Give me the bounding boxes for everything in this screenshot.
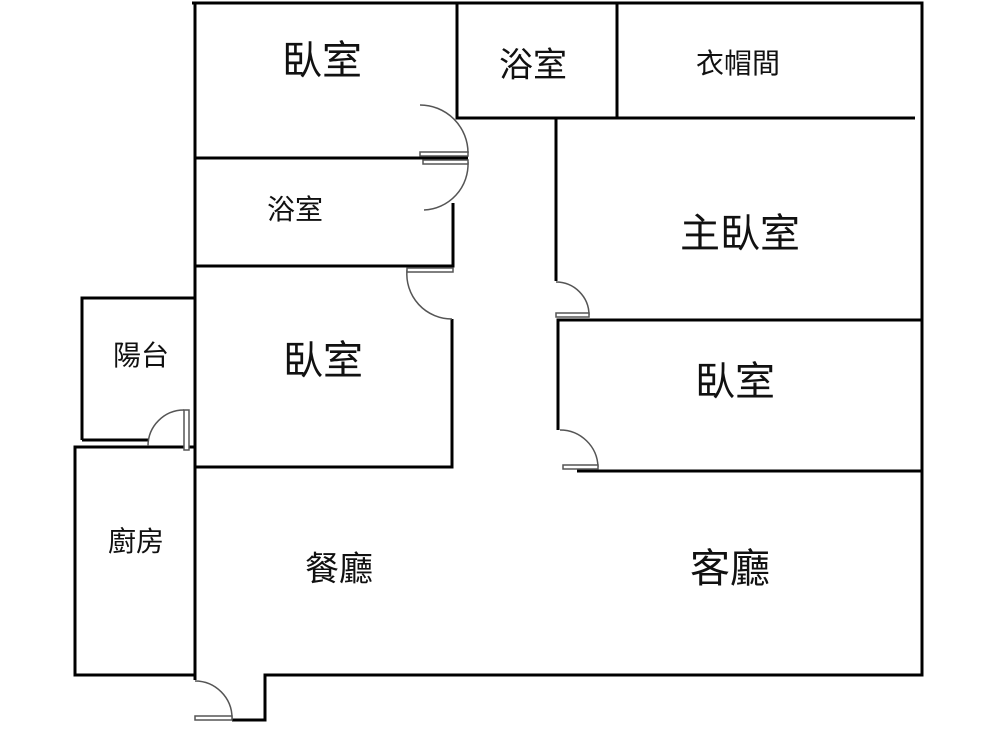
bedroom-mid-wall — [195, 319, 454, 469]
door-leaf — [562, 464, 599, 470]
room-label-bedroom-right: 臥室 — [695, 359, 775, 405]
kitchen-wall — [73, 445, 195, 677]
door-arc — [419, 104, 469, 154]
door-leaf — [406, 267, 454, 273]
door-arc — [194, 680, 233, 719]
bathroom-wall — [195, 203, 455, 268]
room-label-bathroom-top: 浴室 — [499, 45, 567, 86]
door-leaf — [183, 409, 190, 451]
door-arc — [406, 269, 453, 320]
room-label-bathroom-left: 浴室 — [266, 193, 324, 226]
door-leaf — [194, 715, 233, 721]
room-label-living-room: 客廳 — [690, 546, 770, 592]
doors — [147, 104, 599, 721]
room-label-bedroom-top-left: 臥室 — [282, 38, 362, 84]
room-label-balcony: 陽台 — [112, 339, 170, 372]
door-arc — [147, 409, 185, 447]
room-label-bedroom-mid-left: 臥室 — [283, 338, 363, 384]
room-label-master-bedroom: 主臥室 — [680, 211, 800, 257]
room-label-dining-room: 餐廳 — [305, 549, 373, 590]
bathroom-top-wall — [455, 3, 915, 120]
door-arc — [423, 161, 469, 211]
room-label-cloakroom: 衣帽間 — [695, 47, 781, 80]
room-label-kitchen: 廚房 — [107, 525, 165, 558]
bedroom-right-wall — [556, 318, 922, 430]
balcony-wall — [80, 296, 195, 440]
door-arc — [555, 281, 590, 316]
outer-wall — [192, 1, 924, 722]
door-arc — [559, 429, 599, 468]
door-leaf — [422, 159, 469, 165]
door-leaf — [419, 151, 469, 157]
walls — [73, 1, 924, 722]
door-leaf — [555, 312, 590, 318]
